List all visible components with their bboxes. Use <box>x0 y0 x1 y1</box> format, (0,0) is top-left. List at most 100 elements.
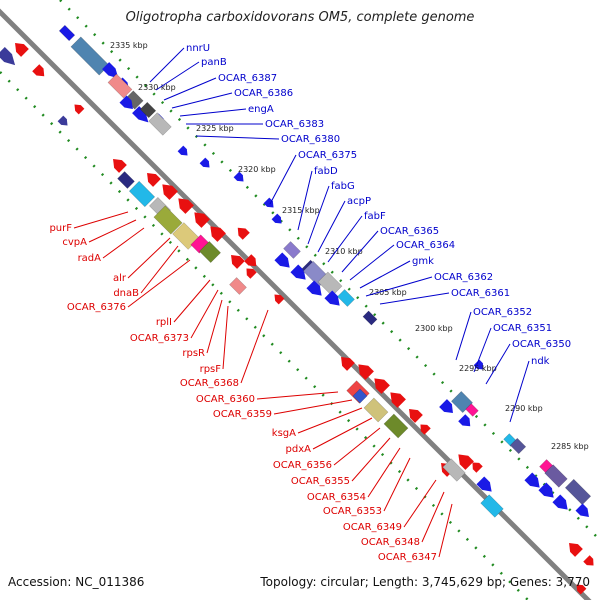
scale-label: 2285 kbp <box>551 442 589 451</box>
gene-label: OCAR_6361 <box>451 288 510 299</box>
feature-arrow <box>439 399 453 413</box>
gene-label: OCAR_6373 <box>130 333 189 344</box>
feature-arrow <box>274 294 285 305</box>
gene-label: OCAR_6352 <box>473 307 532 318</box>
feature-arrow <box>244 254 257 267</box>
gene-leader-line <box>455 311 472 361</box>
gene-label: fabF <box>364 211 386 222</box>
gene-label: OCAR_6348 <box>361 537 420 548</box>
feature-arrow <box>458 414 471 427</box>
gene-leader-line <box>359 260 411 289</box>
feature-arrow <box>358 364 374 380</box>
feature-box <box>363 397 389 423</box>
feature-arrow <box>576 584 587 595</box>
gene-leader-line <box>269 154 297 205</box>
feature-box <box>107 73 133 99</box>
feature-arrow <box>538 482 554 498</box>
feature-arrow <box>0 47 16 66</box>
figure-title: Oligotropha carboxidovorans OM5, complet… <box>125 10 475 25</box>
gene-leader-line <box>485 343 511 385</box>
gene-leader-line <box>206 299 223 354</box>
gene-leader-line <box>195 135 280 140</box>
gene-leader-line <box>509 360 530 423</box>
scale-label: 2300 kbp <box>415 324 453 333</box>
gene-label: OCAR_6350 <box>512 339 571 350</box>
gene-label: OCAR_6353 <box>323 506 382 517</box>
bottom-strand-labels: purFcvpAradAalrdnaBOCAR_6376rplIOCAR_637… <box>49 211 453 563</box>
feature-arrow <box>113 159 127 173</box>
gene-leader-line <box>222 305 229 370</box>
gene-leader-line <box>473 327 492 373</box>
gene-leader-line <box>190 289 219 339</box>
gene-label: rpsF <box>200 364 222 375</box>
feature-box <box>199 241 221 263</box>
gene-leader-line <box>349 244 395 281</box>
gene-label: rplI <box>156 317 172 328</box>
feature-arrow <box>306 280 322 296</box>
gene-leader-line <box>317 200 346 253</box>
gene-leader-line <box>365 276 433 297</box>
accession-label: Accession: NC_011386 <box>8 575 145 589</box>
gene-label: OCAR_6356 <box>273 460 332 471</box>
feature-arrow <box>210 226 226 242</box>
feature-arrow <box>458 454 474 470</box>
gene-leader-line <box>102 227 145 259</box>
feature-arrow <box>147 173 161 187</box>
feature-box <box>229 277 247 295</box>
feature-box <box>283 241 301 259</box>
gene-leader-line <box>403 479 437 528</box>
feature-box <box>362 310 378 326</box>
feature-arrow <box>583 555 594 566</box>
scale-label: 2335 kbp <box>110 41 148 50</box>
gene-leader-line <box>312 417 373 450</box>
gene-leader-line <box>438 503 453 558</box>
feature-box <box>480 494 504 518</box>
gene-leader-line <box>127 237 171 279</box>
gene-leader-line <box>383 457 411 512</box>
gene-label: OCAR_6368 <box>180 378 239 389</box>
gene-label: ksgA <box>272 428 296 439</box>
genome-summary: Topology: circular; Length: 3,745,629 bp… <box>260 575 590 589</box>
gene-label: OCAR_6375 <box>298 150 357 161</box>
gene-leader-line <box>155 61 200 91</box>
feature-arrow <box>274 252 290 268</box>
gene-leader-line <box>297 407 363 434</box>
gene-leader-line <box>297 170 313 231</box>
gene-label: nnrU <box>186 43 210 54</box>
gene-leader-line <box>273 399 353 415</box>
gene-leader-line <box>379 292 450 305</box>
scale-label: 2320 kbp <box>238 165 276 174</box>
gene-label: engA <box>248 104 274 115</box>
gene-label: OCAR_6351 <box>493 323 552 334</box>
gene-leader-line <box>73 211 129 229</box>
gene-label: OCAR_6347 <box>378 552 437 563</box>
gene-leader-line <box>163 77 217 101</box>
gene-label: radA <box>78 253 102 264</box>
feature-arrow <box>552 494 568 510</box>
gene-leader-line <box>88 219 137 243</box>
feature-box <box>128 180 156 208</box>
feature-box <box>509 437 527 455</box>
feature-arrow <box>74 104 85 115</box>
feature-box <box>139 101 157 119</box>
gene-leader-line <box>256 391 339 400</box>
feature-arrow <box>409 409 423 423</box>
feature-arrow <box>472 462 483 473</box>
gene-label: panB <box>201 57 227 68</box>
feature-arrow <box>178 198 194 214</box>
feature-arrow <box>271 213 282 224</box>
gene-leader-line <box>421 491 445 543</box>
genome-backbone <box>0 8 592 600</box>
gene-label: purF <box>49 223 72 234</box>
feature-arrow <box>233 171 244 182</box>
feature-arrow <box>263 197 274 208</box>
scale-label: 2310 kbp <box>325 247 363 256</box>
feature-box <box>564 478 592 506</box>
scale-label: 2305 kbp <box>369 288 407 297</box>
feature-box <box>442 458 466 482</box>
gene-label: pdxA <box>286 444 312 455</box>
tick-dot-line <box>0 71 530 600</box>
scale-label: 2330 kbp <box>138 83 176 92</box>
